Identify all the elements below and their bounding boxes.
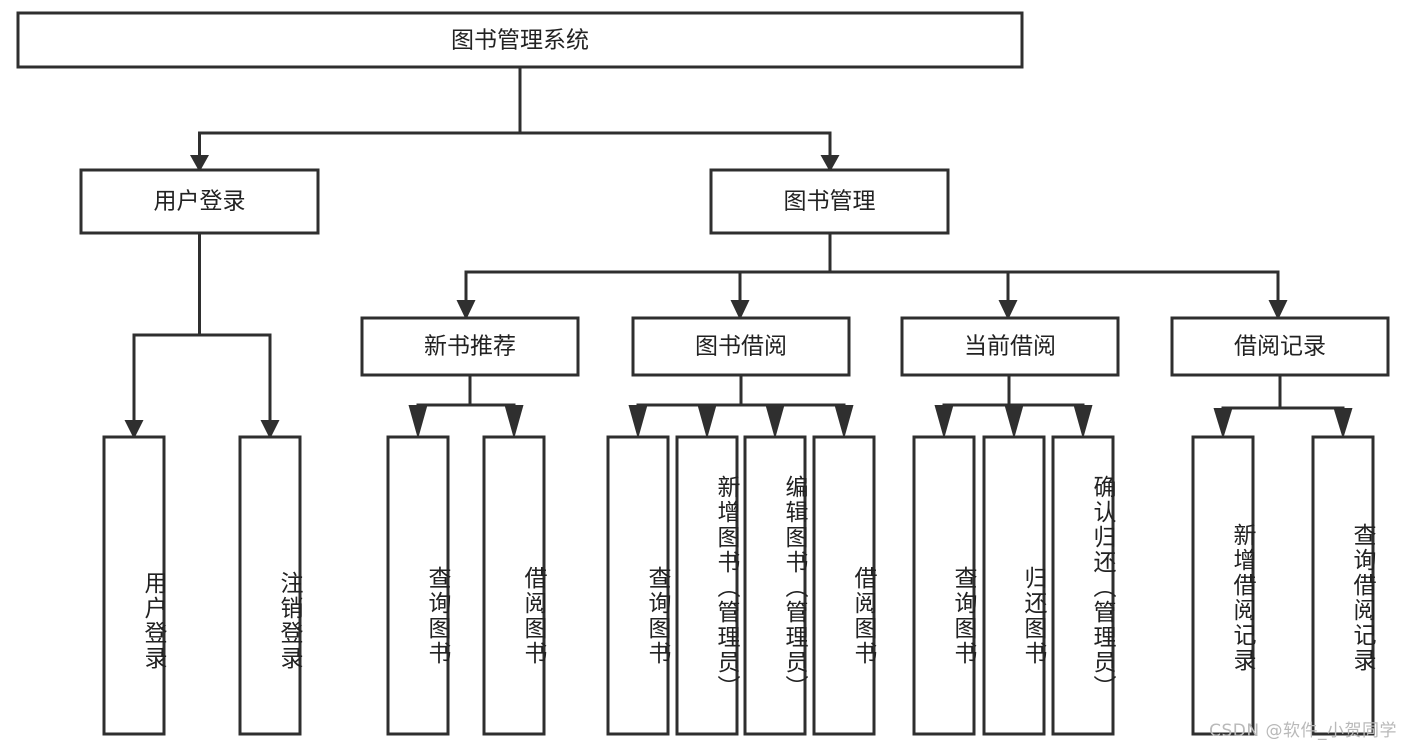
node-leaf-user-login-box[interactable] <box>102 435 166 736</box>
node-book-management-box[interactable] <box>709 168 950 235</box>
arrowhead-user-login-l1 <box>124 420 144 439</box>
node-user-login-box[interactable] <box>79 168 320 235</box>
node-layer: 图书管理系统 用户登录 图书管理 新书推荐 图书借阅 当前 <box>16 11 1390 736</box>
arrowhead-bm-to-record <box>1268 300 1288 320</box>
arrowhead-current-l3 <box>1073 405 1093 439</box>
connector-layer <box>124 65 1353 439</box>
node-leaf-borrow-book-box[interactable] <box>812 435 876 736</box>
arrowhead-current-l1 <box>934 405 954 439</box>
node-new-book-recommend[interactable]: 新书推荐 <box>360 316 580 377</box>
node-borrow-record[interactable]: 借阅记录 <box>1170 316 1390 377</box>
node-root[interactable]: 图书管理系统 <box>16 11 1024 69</box>
node-book-borrow-label: 图书借阅 <box>695 334 787 360</box>
arrowhead-borrow-l4 <box>834 405 854 439</box>
node-leaf-query-book-current-box[interactable] <box>912 435 976 736</box>
node-new-book-recommend-label: 新书推荐 <box>424 334 516 360</box>
csdn-watermark: CSDN @软件_小贺同学 <box>1209 721 1397 741</box>
node-leaf-logout-box[interactable] <box>238 435 302 736</box>
arrowhead-bm-to-recommend <box>456 300 476 320</box>
arrowhead-bm-to-current <box>998 300 1018 320</box>
node-book-borrow-box[interactable] <box>631 316 851 377</box>
node-current-borrow-label: 当前借阅 <box>964 334 1056 360</box>
node-book-management-label: 图书管理 <box>784 189 876 215</box>
node-book-borrow[interactable]: 图书借阅 <box>631 316 851 377</box>
arrowhead-current-l2 <box>1004 405 1024 439</box>
node-borrow-record-box[interactable] <box>1170 316 1390 377</box>
arrowhead-root-to-book-management <box>820 155 840 172</box>
node-leaf-query-book-borrow-box[interactable] <box>606 435 670 736</box>
arrowhead-bm-to-borrow <box>730 300 750 320</box>
node-leaf-query-book-recommend-box[interactable] <box>386 435 450 736</box>
node-leaf-query-borrow-record-box[interactable] <box>1311 435 1375 736</box>
node-current-borrow-box[interactable] <box>900 316 1120 377</box>
node-leaf-return-book-box[interactable] <box>982 435 1046 736</box>
node-leaf-borrow-book-recommend-box[interactable] <box>482 435 546 736</box>
arrowhead-borrow-l1 <box>628 405 648 439</box>
arrowhead-borrow-l3 <box>765 405 785 439</box>
arrowhead-recommend-l1 <box>408 405 428 439</box>
node-user-login-label: 用户登录 <box>154 189 246 215</box>
arrowhead-root-to-user-login <box>190 155 209 172</box>
node-user-login[interactable]: 用户登录 <box>79 168 320 235</box>
node-leaf-edit-book-box[interactable] <box>743 435 807 736</box>
node-current-borrow[interactable]: 当前借阅 <box>900 316 1120 377</box>
node-leaf-add-borrow-record-box[interactable] <box>1191 435 1255 736</box>
arrowhead-recommend-l2 <box>504 405 524 439</box>
node-root-label: 图书管理系统 <box>451 28 589 54</box>
arrowhead-record-l1 <box>1213 408 1233 439</box>
node-new-book-recommend-box[interactable] <box>360 316 580 377</box>
arrowhead-borrow-l2 <box>697 405 717 439</box>
arrowhead-user-login-l2 <box>260 420 280 439</box>
node-book-management[interactable]: 图书管理 <box>709 168 950 235</box>
node-root-box[interactable] <box>16 11 1024 69</box>
node-leaf-add-book-box[interactable] <box>675 435 739 736</box>
node-borrow-record-label: 借阅记录 <box>1234 334 1326 360</box>
node-leaf-confirm-return-box[interactable] <box>1051 435 1115 736</box>
arrowhead-record-l2 <box>1333 408 1353 439</box>
